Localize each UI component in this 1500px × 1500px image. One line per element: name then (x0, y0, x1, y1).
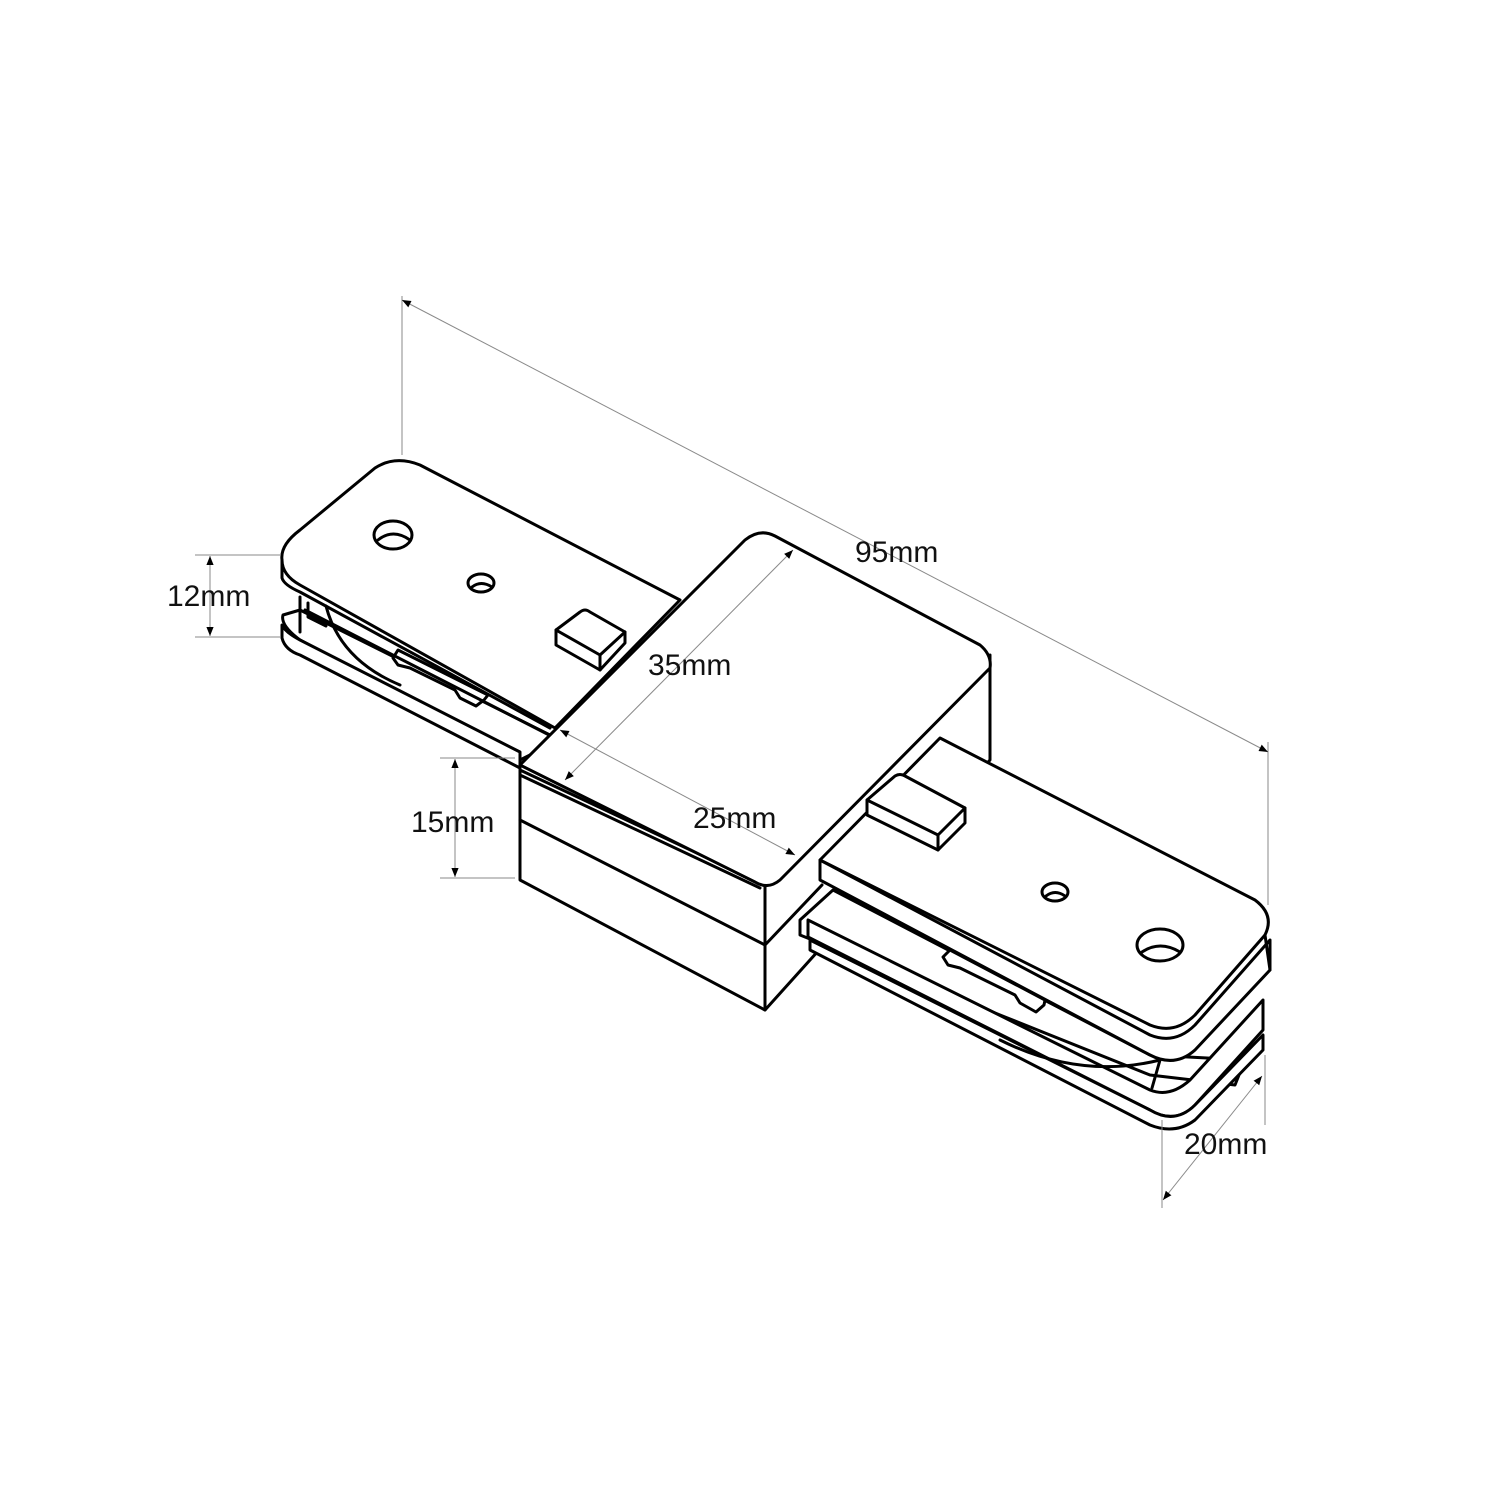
dimension-block-height: 15mm (411, 806, 494, 839)
dimension-block-width: 35mm (648, 649, 731, 682)
right-connector-plate (798, 736, 1272, 1131)
dimension-lines (195, 296, 1269, 1208)
dimension-block-length: 25mm (693, 802, 776, 835)
dimension-plate-height: 12mm (167, 580, 250, 613)
dimension-overall-length: 95mm (855, 536, 938, 569)
dimension-plate-width: 20mm (1184, 1128, 1267, 1161)
